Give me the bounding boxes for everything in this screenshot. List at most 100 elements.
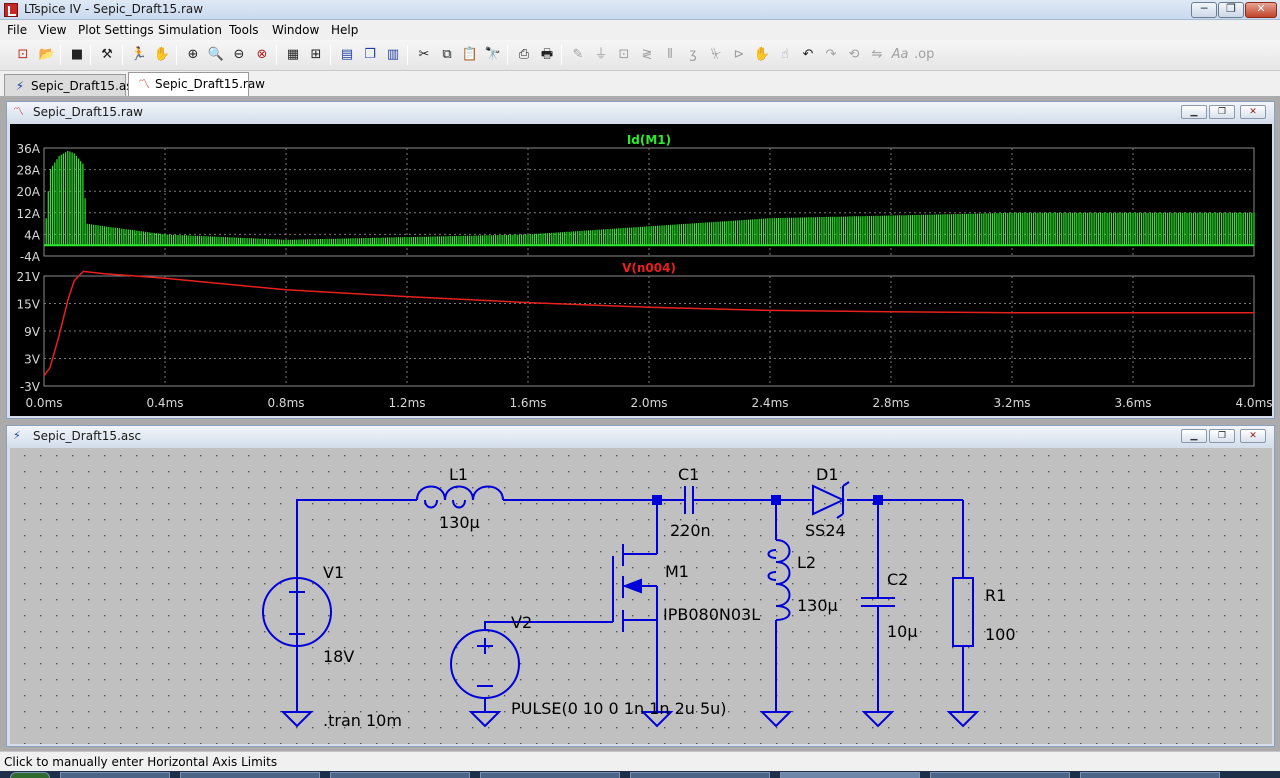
halt-icon[interactable]: ✋	[153, 47, 171, 62]
label-icon[interactable]: ⊡	[618, 47, 630, 62]
taskbar-item[interactable]	[60, 772, 170, 778]
schematic-drawing[interactable]: L1 130µ C1 220n D1 SS24 V1 18V M1 IPB080…	[10, 448, 1272, 744]
redo-icon[interactable]: ↷	[825, 47, 837, 62]
restore-button[interactable]: ❐	[1209, 429, 1235, 443]
open-icon[interactable]: 📂	[38, 47, 56, 62]
taskbar-item[interactable]	[330, 772, 470, 778]
undo-icon[interactable]: ↶	[802, 47, 814, 62]
drag-icon[interactable]: ☝	[781, 47, 789, 62]
print-preview-icon[interactable]: ⎙	[518, 47, 530, 62]
menu-tools[interactable]: Tools	[229, 23, 259, 37]
run-icon[interactable]: 🏃	[130, 47, 148, 62]
cut-icon[interactable]: ✂	[418, 47, 430, 62]
ground-symbol	[280, 711, 314, 728]
spice-directive-icon[interactable]: .op	[914, 47, 935, 62]
x-tick-label: 1.2ms	[388, 396, 425, 410]
label-r1-name: R1	[985, 586, 1006, 605]
new-schematic-icon[interactable]: ⊡	[17, 47, 29, 62]
toolbar: ⊡ 📂 ■ ⚒ 🏃 ✋ ⊕ 🔍 ⊖ ⊗ ▦ ⊞ ▤ ❐ ▥ ✂ ⧉ 📋 🔭 ⎙ …	[0, 40, 1280, 71]
zoom-cancel-icon[interactable]: ⊗	[256, 47, 268, 62]
inductor-icon[interactable]: ʒ	[689, 47, 697, 62]
wire-icon[interactable]: ✎	[572, 47, 584, 62]
label-l2-name: L2	[797, 553, 816, 572]
waveform-window-titlebar[interactable]: 〽 Sepic_Draft15.raw ▁ ❐ ✕	[7, 102, 1274, 122]
autorange-icon[interactable]: ▦	[286, 47, 300, 62]
taskbar-item[interactable]	[780, 772, 920, 778]
copy-icon[interactable]: ⧉	[442, 47, 452, 62]
menu-help[interactable]: Help	[331, 23, 359, 37]
y-tick-label: 9V	[24, 325, 41, 339]
voltage-source-v2	[450, 629, 520, 699]
label-v2-value: PULSE(0 10 0 1n 1n 2u 5u)	[511, 699, 727, 718]
menu-simulation[interactable]: Simulation	[158, 23, 222, 37]
label-r1-value: 100	[985, 625, 1016, 644]
ground-symbol	[861, 711, 895, 728]
minimize-button[interactable]: ─	[1191, 2, 1217, 18]
x-tick-label: 0.4ms	[146, 396, 183, 410]
menu-file[interactable]: File	[7, 23, 28, 37]
y-tick-label: 36A	[17, 142, 41, 156]
move-icon[interactable]: ✋	[753, 47, 771, 62]
control-panel-icon[interactable]: ⚒	[101, 47, 113, 62]
waveform-plot[interactable]: 36A28A20A12A4A-4AId(M1)21V15V9V3V-3VV(n0…	[10, 124, 1273, 416]
menu-view[interactable]: View	[38, 23, 67, 37]
tile-icon[interactable]: ▥	[386, 47, 400, 62]
capacitor-icon[interactable]: ⫴	[667, 47, 673, 62]
waveform-window-title: Sepic_Draft15.raw	[33, 105, 143, 119]
taskbar-item[interactable]	[1080, 772, 1220, 778]
taskbar-item[interactable]	[630, 772, 770, 778]
diode-icon[interactable]: ⏧	[710, 47, 722, 62]
status-text: Click to manually enter Horizontal Axis …	[4, 755, 278, 769]
taskbar-item[interactable]	[180, 772, 320, 778]
paste-icon[interactable]: 📋	[461, 47, 479, 62]
zoom-in-icon[interactable]: ⊕	[187, 47, 199, 62]
menu-window[interactable]: Window	[272, 23, 320, 37]
save-icon[interactable]: ■	[70, 47, 84, 62]
y-tick-label: -4A	[20, 250, 41, 264]
label-v1-name: V1	[323, 563, 344, 582]
taskbar-item[interactable]	[480, 772, 620, 778]
zoom-out-icon[interactable]: ⊖	[233, 47, 245, 62]
schematic-window-title: Sepic_Draft15.asc	[33, 429, 142, 443]
minimize-button[interactable]: ▁	[1181, 429, 1207, 443]
close-button[interactable]: ✕	[1245, 2, 1277, 18]
mosfet-m1	[612, 544, 658, 632]
zoom-pan-icon[interactable]: 🔍	[207, 47, 225, 62]
trace-title: V(n004)	[622, 261, 676, 275]
schematic-window-titlebar[interactable]: ⚡ Sepic_Draft15.asc ▁ ❐ ✕	[7, 426, 1274, 446]
tile-vertical-icon[interactable]: ▤	[340, 47, 354, 62]
close-button[interactable]: ✕	[1240, 429, 1266, 443]
schematic-icon: ⚡	[15, 79, 25, 93]
tab-waveform[interactable]: 〽 Sepic_Draft15.raw	[128, 72, 265, 96]
label-m1-name: M1	[665, 562, 689, 581]
start-button[interactable]	[10, 772, 50, 778]
mark-icon[interactable]: ⊞	[310, 47, 322, 62]
maximize-button[interactable]: ❐	[1218, 2, 1244, 18]
x-tick-label: 0.8ms	[267, 396, 304, 410]
schematic-canvas[interactable]: L1 130µ C1 220n D1 SS24 V1 18V M1 IPB080…	[10, 448, 1272, 744]
find-icon[interactable]: 🔭	[484, 47, 502, 62]
ground-icon[interactable]: ⏚	[594, 47, 608, 62]
wire-v2-gate	[484, 621, 613, 630]
minimize-button[interactable]: ▁	[1181, 105, 1207, 119]
label-v2-name: V2	[511, 613, 532, 632]
mirror-icon[interactable]: ⇋	[871, 47, 883, 62]
spice-directive-tran[interactable]: .tran 10m	[323, 711, 402, 730]
taskbar-item[interactable]	[930, 772, 1070, 778]
resistor-icon[interactable]: ≷	[641, 47, 653, 62]
component-icon[interactable]: ⊳	[733, 47, 745, 62]
close-button[interactable]: ✕	[1240, 105, 1266, 119]
label-l2-value: 130µ	[797, 596, 838, 615]
print-icon[interactable]: 🖶	[540, 47, 554, 62]
menu-plot-settings[interactable]: Plot Settings	[78, 23, 154, 37]
text-icon[interactable]: Aa	[891, 47, 909, 62]
ltspice-app-icon	[4, 3, 18, 17]
tab-schematic[interactable]: ⚡ Sepic_Draft15.asc	[4, 74, 139, 96]
restore-button[interactable]: ❐	[1209, 105, 1235, 119]
schematic-icon: ⚡	[13, 429, 21, 442]
rotate-icon[interactable]: ⟲	[848, 47, 860, 62]
x-tick-label: 1.6ms	[509, 396, 546, 410]
cascade-icon[interactable]: ❐	[364, 47, 376, 62]
